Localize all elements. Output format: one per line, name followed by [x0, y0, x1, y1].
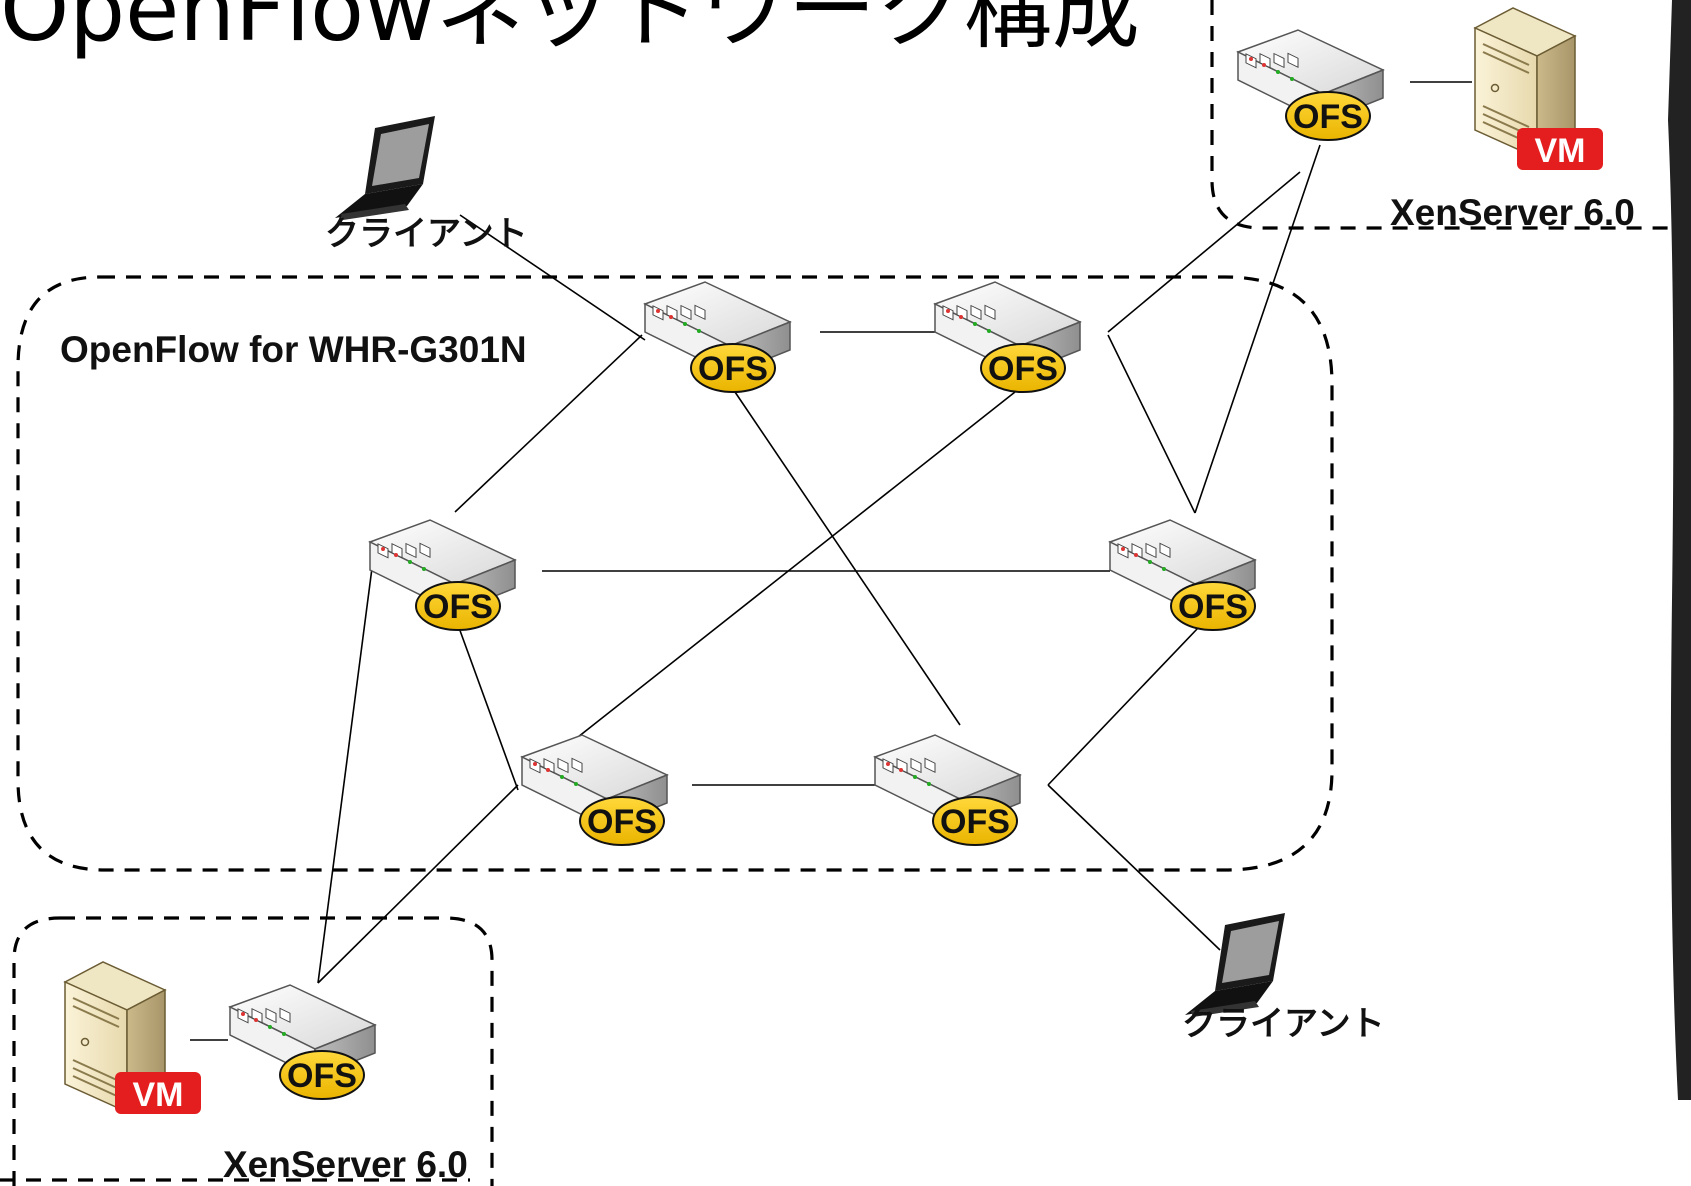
link-ofs-b-ofs-f	[577, 391, 1016, 738]
openflow-group-boundary	[16, 275, 1334, 872]
link-xen-top-ofs-ofs-d	[1194, 144, 1321, 514]
link-ofs-b-xen-top-ofs	[1107, 171, 1301, 333]
link-ofs-f-xen-bottom-ofs	[317, 784, 519, 984]
client-bottom	[1185, 913, 1285, 1017]
client-top-label: クライアント	[325, 215, 528, 253]
xenserver-bottom-label: XenServer 6.0	[223, 1144, 468, 1185]
link-ofs-d-client-bottom	[1047, 627, 1199, 786]
ofs-label: OFS	[698, 350, 768, 388]
link-ofs-g-client-bottom	[1047, 784, 1221, 951]
link-ofs-c-xen-bottom-ofs	[317, 567, 373, 984]
xenserver-top-group-boundary	[1210, 0, 1668, 230]
ofs-label: OFS	[587, 803, 657, 841]
switch-xen-top: OFS	[1237, 29, 1384, 141]
switch-ofs-c: OFS	[369, 519, 516, 631]
page-title: OpenFlowネットワーク構成	[0, 0, 1140, 61]
switch-ofs-g: OFS	[874, 734, 1021, 846]
vm-label: VM	[1535, 132, 1586, 170]
client-bottom-label: クライアント	[1182, 1005, 1385, 1043]
server-xen-bottom: VM	[64, 961, 201, 1114]
switch-ofs-a: OFS	[644, 281, 791, 393]
ofs-label: OFS	[287, 1057, 357, 1095]
switch-ofs-d: OFS	[1109, 519, 1256, 631]
switch-xen-bottom: OFS	[229, 984, 376, 1100]
link-ofs-c-ofs-f	[457, 624, 519, 791]
xenserver-bottom-group-boundary	[12, 916, 494, 1186]
ofs-label: OFS	[423, 588, 493, 626]
xenserver-top-label: XenServer 6.0	[1390, 192, 1635, 233]
link-ofs-d-ofs-b-loop	[1107, 334, 1196, 514]
laptop-icon	[335, 116, 435, 220]
switch-ofs-f: OFS	[521, 734, 668, 846]
link-client-top-to-ofs-a	[459, 214, 646, 341]
right-edge-shadow	[1668, 0, 1691, 1100]
vm-label: VM	[133, 1076, 184, 1114]
switch-ofs-b: OFS	[934, 281, 1081, 393]
link-ofs-a-ofs-c	[454, 334, 643, 513]
ofs-label: OFS	[988, 350, 1058, 388]
vm-badge	[115, 1072, 201, 1114]
ofs-label: OFS	[1178, 588, 1248, 626]
server-xen-top: VM	[1474, 7, 1603, 170]
link-ofs-a-ofs-g	[734, 391, 961, 726]
client-top	[335, 116, 435, 220]
ofs-label: OFS	[1293, 98, 1363, 136]
connection-lines	[190, 81, 1472, 1041]
openflow-group-label: OpenFlow for WHR-G301N	[60, 329, 527, 370]
vm-badge	[1517, 128, 1603, 170]
laptop-icon	[1185, 913, 1285, 1017]
ofs-label: OFS	[940, 803, 1010, 841]
